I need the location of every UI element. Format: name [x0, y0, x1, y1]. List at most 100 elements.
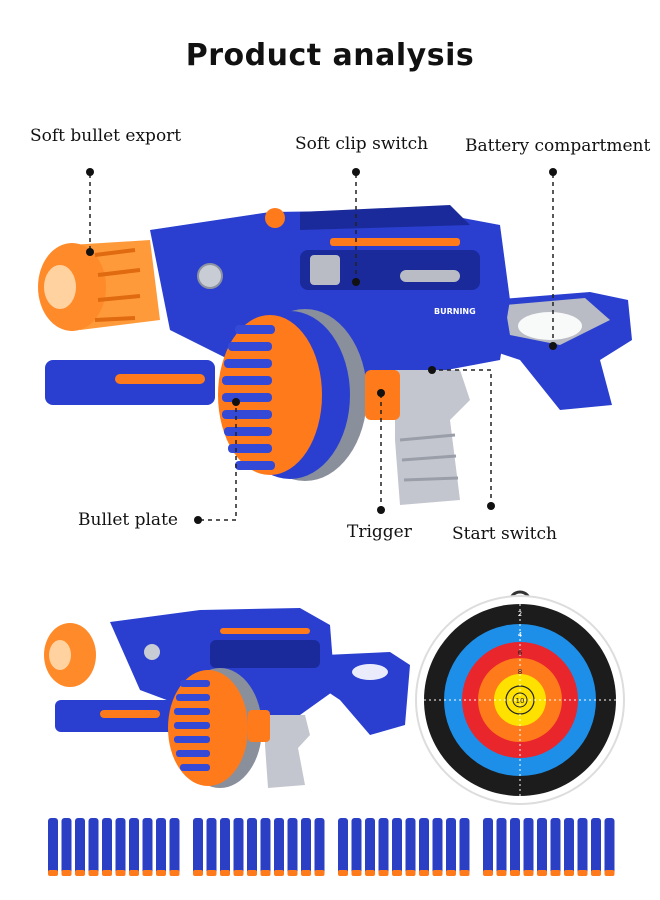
dart — [193, 818, 203, 874]
dart — [274, 818, 284, 874]
dart — [351, 818, 362, 874]
dart — [115, 818, 126, 874]
dart-tip — [523, 870, 534, 876]
label-trigger: Trigger — [347, 522, 412, 542]
dart-tip — [260, 870, 271, 876]
dart-tip — [351, 870, 362, 876]
dart-tip — [115, 870, 126, 876]
dart — [378, 818, 389, 874]
dart — [88, 818, 99, 874]
dart-tip — [604, 870, 615, 876]
dart-group-2 — [193, 818, 325, 876]
dart — [260, 818, 271, 874]
dart-tip — [301, 870, 311, 876]
target-ring-label-10: 10 — [516, 697, 525, 705]
label-start-switch: Start switch — [452, 524, 557, 544]
dart — [48, 818, 58, 874]
dart — [432, 818, 443, 874]
dart — [577, 818, 588, 874]
dart — [591, 818, 601, 874]
dart-tip — [274, 870, 284, 876]
dart — [550, 818, 561, 874]
dart-tip — [156, 870, 166, 876]
dart-tip — [75, 870, 85, 876]
dart-tip — [247, 870, 257, 876]
dart-tip — [419, 870, 429, 876]
page-title: Product analysis — [185, 38, 475, 73]
dart — [446, 818, 456, 874]
dart-tip — [577, 870, 588, 876]
dart-tip — [102, 870, 112, 876]
target: 2 4 6 8 10 — [415, 590, 625, 805]
dart-tip — [564, 870, 574, 876]
target-ring-label-2: 2 — [518, 610, 522, 618]
label-battery-compartment: Battery compartment — [465, 136, 651, 156]
dart-tip — [378, 870, 389, 876]
dart-tip — [496, 870, 507, 876]
dart — [338, 818, 348, 874]
dart-tip — [287, 870, 298, 876]
label-bullet-plate: Bullet plate — [78, 510, 178, 530]
dart — [156, 818, 166, 874]
dart-tip — [142, 870, 153, 876]
dart — [75, 818, 85, 874]
dart-tip — [193, 870, 203, 876]
dart — [604, 818, 615, 874]
dart-tip — [550, 870, 561, 876]
dart — [206, 818, 217, 874]
dart — [392, 818, 402, 874]
dart — [459, 818, 470, 874]
product-badge: BURNING — [434, 307, 476, 316]
dart-tip — [405, 870, 416, 876]
dart-tip — [483, 870, 493, 876]
dart-tip — [88, 870, 99, 876]
dart-tip — [365, 870, 375, 876]
dart-tip — [432, 870, 443, 876]
target-ring-label-6: 6 — [518, 649, 523, 657]
label-soft-clip-switch: Soft clip switch — [295, 134, 429, 154]
dart — [523, 818, 534, 874]
dart-tip — [591, 870, 601, 876]
main-blaster: BURNING — [38, 205, 632, 505]
dart-tip — [220, 870, 230, 876]
dart — [287, 818, 298, 874]
dart-tip — [314, 870, 325, 876]
dart-tip — [459, 870, 470, 876]
dart-tip — [206, 870, 217, 876]
dart-tip — [48, 870, 58, 876]
dart — [564, 818, 574, 874]
dart — [537, 818, 547, 874]
dart-tip — [537, 870, 547, 876]
dart — [142, 818, 153, 874]
callout-lines — [89, 174, 554, 521]
label-soft-bullet-export: Soft bullet export — [30, 126, 182, 146]
dart-tip — [510, 870, 520, 876]
dart — [510, 818, 520, 874]
dart — [102, 818, 112, 874]
dart-tip — [169, 870, 180, 876]
target-ring-label-8: 8 — [518, 668, 522, 676]
dart — [419, 818, 429, 874]
dart — [365, 818, 375, 874]
callout-dots — [86, 168, 557, 524]
dart — [61, 818, 72, 874]
dart-group-3 — [338, 818, 470, 876]
dart — [405, 818, 416, 874]
dart — [233, 818, 244, 874]
dart-tip — [338, 870, 348, 876]
dart — [301, 818, 311, 874]
dart-tip — [129, 870, 139, 876]
dart — [314, 818, 325, 874]
dart-tip — [233, 870, 244, 876]
small-blaster — [44, 608, 410, 788]
dart-tip — [61, 870, 72, 876]
target-ring-label-4: 4 — [518, 631, 523, 639]
dart — [129, 818, 139, 874]
dart — [496, 818, 507, 874]
dart — [220, 818, 230, 874]
dart — [169, 818, 180, 874]
dart — [247, 818, 257, 874]
dart-group-1 — [48, 818, 180, 876]
dart-group-4 — [483, 818, 615, 876]
